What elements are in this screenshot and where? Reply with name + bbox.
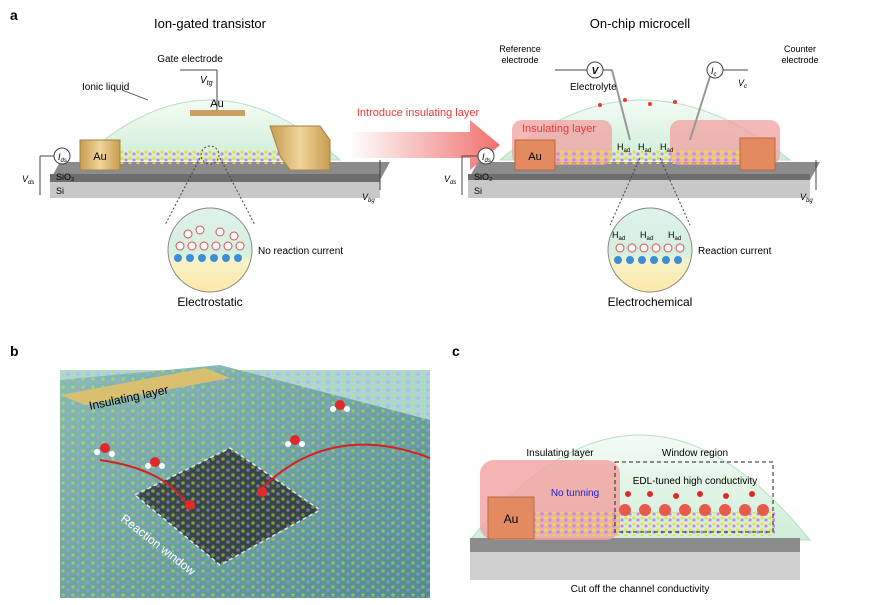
au-label-left: Au xyxy=(93,151,106,163)
electrochemical-label: Electrochemical xyxy=(608,295,693,309)
cation-row-left xyxy=(175,225,245,251)
si-layer-left xyxy=(50,180,380,198)
electrostatic-zoom-circle xyxy=(167,207,253,293)
electrolyte-ions xyxy=(598,98,677,107)
h-ad-zoom-2: Had xyxy=(640,230,653,242)
gate-electrode-bar xyxy=(190,110,245,116)
electrochemical-zoom-circle xyxy=(607,207,693,293)
panel-c-si xyxy=(470,552,800,580)
i-c-label: Ic xyxy=(711,66,717,78)
anion-row-left xyxy=(174,254,242,262)
cation-row-right xyxy=(615,243,685,253)
left-title: Ion-gated transistor xyxy=(154,16,267,31)
transition-arrow-label: Introduce insulating layer xyxy=(357,107,480,119)
panel-c-caption: Cut off the channel conductivity xyxy=(571,584,710,595)
panel-c-cations xyxy=(619,504,769,516)
v-bg-label-left: Vbg xyxy=(362,192,375,204)
right-title: On-chip microcell xyxy=(590,16,691,31)
i-ds-label-right: Ids xyxy=(482,152,491,164)
i-ds-label-left: Ids xyxy=(58,152,67,164)
v-ds-label-right: Vds xyxy=(444,174,456,186)
panel-b-letter: b xyxy=(10,343,19,359)
window-region-label: Window region xyxy=(662,448,728,459)
au-label-right: Au xyxy=(528,151,541,163)
reference-electrode-label-2: electrode xyxy=(501,55,538,65)
sio2-front-left xyxy=(50,174,380,182)
insulating-layer-ridge xyxy=(60,368,230,405)
reference-electrode-needle xyxy=(611,69,631,141)
panel-c-au-label: Au xyxy=(504,512,519,526)
v-symbol: V xyxy=(592,66,600,77)
panel-c-letter: c xyxy=(452,343,460,359)
sio2-label-right: SiO₂ xyxy=(474,172,493,182)
panel-a-letter: a xyxy=(10,7,18,23)
water-molecules xyxy=(94,400,350,510)
h-ad-zoom-3: Had xyxy=(668,230,681,242)
no-reaction-current-label: No reaction current xyxy=(258,246,343,257)
channel-2d-material-left xyxy=(112,150,302,164)
proton-path-2 xyxy=(259,443,431,491)
au-source-left xyxy=(79,139,121,171)
counter-electrode-label-2: electrode xyxy=(781,55,818,65)
si-layer-right xyxy=(468,180,810,198)
counter-electrode-needle xyxy=(689,69,713,141)
sio2-label-left: SiO₂ xyxy=(56,172,75,182)
h-ad-label-3: Had xyxy=(660,142,673,154)
v-tg-label: Vtg xyxy=(200,75,213,87)
panel-c-water xyxy=(625,491,755,499)
h-ad-label-1: Had xyxy=(617,142,630,154)
electrostatic-label: Electrostatic xyxy=(177,295,242,309)
v-ds-label-left: Vds xyxy=(22,174,34,186)
electrolyte-label: Electrolyte xyxy=(570,82,617,93)
h-ad-zoom-1: Had xyxy=(612,230,625,242)
anion-row-right xyxy=(614,256,682,264)
gate-electrode-label: Gate electrode xyxy=(157,54,223,65)
channel-2d-material-right xyxy=(540,150,760,164)
panel-c-sio2 xyxy=(470,538,800,552)
au-drain-left xyxy=(269,125,331,171)
edl-tuned-label: EDL-tuned high conductivity xyxy=(633,476,758,487)
proton-path-1 xyxy=(99,459,191,511)
ionic-liquid-label: Ionic liquid xyxy=(82,82,129,93)
panel-c-insulating-layer-label: Insulating layer xyxy=(526,448,594,459)
reaction-current-label: Reaction current xyxy=(698,246,772,257)
no-tunning-label: No tunning xyxy=(551,488,599,499)
si-label-right: Si xyxy=(474,186,482,196)
v-c-label: Vc xyxy=(738,78,747,90)
counter-electrode-label-1: Counter xyxy=(784,44,816,54)
si-label-left: Si xyxy=(56,186,64,196)
panel-c-au-contact xyxy=(487,496,535,540)
h-ad-label-2: Had xyxy=(638,142,651,154)
window-region-box xyxy=(614,461,774,533)
au-source-right xyxy=(514,139,556,171)
au-drain-right xyxy=(739,137,776,171)
v-bg-label-right: Vbg xyxy=(800,192,813,204)
insulating-layer-label-a: Insulating layer xyxy=(522,123,596,135)
reference-electrode-label-1: Reference xyxy=(499,44,541,54)
